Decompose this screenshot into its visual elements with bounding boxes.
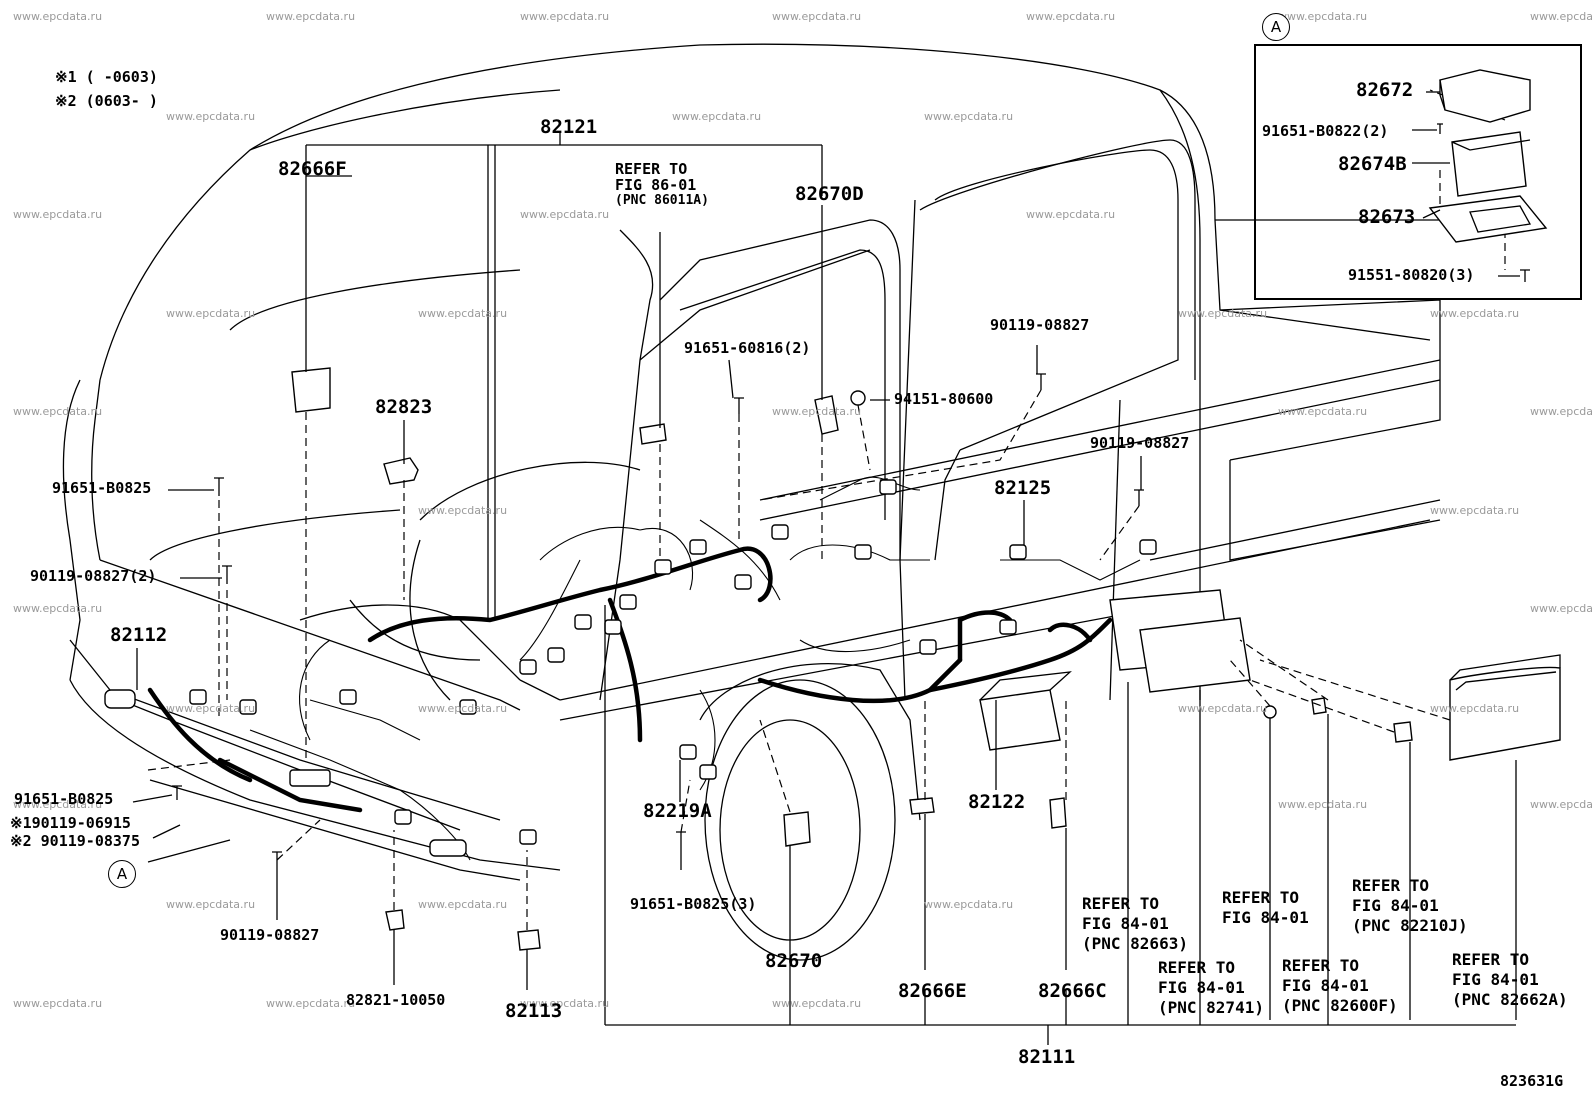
- part-82111: 82111: [1018, 1046, 1076, 1068]
- part-91651-b0825-3: 91651-B0825(3): [630, 895, 757, 913]
- watermark: www.epcdata.ru: [1278, 10, 1368, 23]
- refer-pnc-82600f: REFER TO FIG 84-01 (PNC 82600F): [1282, 956, 1398, 1015]
- watermark: www.epcdata.ru: [266, 10, 356, 23]
- watermark: www.epcdata.ru: [1530, 10, 1592, 23]
- part-90119-08827-right: 90119-08827: [1090, 434, 1190, 452]
- part-91651-b0825-lower: 91651-B0825: [14, 790, 114, 808]
- vehicle-cab-outline: [62, 43, 1561, 961]
- part-82821-10050: 82821-10050: [346, 991, 446, 1009]
- watermark: www.epcdata.ru: [1430, 504, 1520, 517]
- refer-pnc-82662a: REFER TO FIG 84-01 (PNC 82662A): [1452, 950, 1568, 1009]
- refer-fig-84-01: REFER TO FIG 84-01: [1222, 888, 1309, 927]
- watermark: www.epcdata.ru: [520, 997, 610, 1010]
- watermark: www.epcdata.ru: [166, 307, 256, 320]
- part-82125: 82125: [994, 477, 1052, 499]
- note-2: ※2 (0603- ): [55, 92, 158, 110]
- part-82674b: 82674B: [1338, 153, 1407, 175]
- inset-box-a: [1254, 44, 1582, 300]
- watermark: www.epcdata.ru: [166, 110, 256, 123]
- watermark: www.epcdata.ru: [1278, 405, 1368, 418]
- watermark: www.epcdata.ru: [166, 702, 256, 715]
- watermark: www.epcdata.ru: [924, 110, 1014, 123]
- inset-parts: [1412, 69, 1548, 282]
- leader-lines: [132, 132, 1517, 1045]
- dashed-references: [147, 89, 1506, 930]
- part-82670d: 82670D: [795, 183, 864, 205]
- watermark: www.epcdata.ru: [418, 504, 508, 517]
- watermark: www.epcdata.ru: [772, 10, 862, 23]
- wire-harness-lines: [147, 546, 1113, 813]
- part-icons: [172, 367, 1557, 951]
- part-82121: 82121: [540, 116, 598, 138]
- watermark: www.epcdata.ru: [1278, 798, 1368, 811]
- part-82219a: 82219A: [643, 800, 712, 822]
- note-1: ※1 ( -0603): [55, 68, 158, 86]
- watermark: www.epcdata.ru: [13, 10, 103, 23]
- part-82113: 82113: [505, 1000, 563, 1022]
- watermark: www.epcdata.ru: [166, 898, 256, 911]
- watermark: www.epcdata.ru: [1430, 307, 1520, 320]
- part-91551-80820: 91551-80820(3): [1348, 266, 1475, 284]
- watermark: www.epcdata.ru: [418, 702, 508, 715]
- callout-marker-a: A: [108, 860, 136, 888]
- part-82670: 82670: [765, 950, 823, 972]
- part-82112: 82112: [110, 624, 168, 646]
- watermark: www.epcdata.ru: [13, 208, 103, 221]
- connectors: [104, 479, 1157, 857]
- watermark: www.epcdata.ru: [520, 10, 610, 23]
- watermark: www.epcdata.ru: [1530, 798, 1592, 811]
- watermark: www.epcdata.ru: [13, 997, 103, 1010]
- watermark: www.epcdata.ru: [772, 997, 862, 1010]
- part-82666e: 82666E: [898, 980, 967, 1002]
- watermark: www.epcdata.ru: [1430, 702, 1520, 715]
- part-82666f: 82666F: [278, 158, 347, 180]
- watermark: www.epcdata.ru: [1026, 10, 1116, 23]
- watermark: www.epcdata.ru: [924, 898, 1014, 911]
- part-90119-08827-2: 90119-08827(2): [30, 567, 157, 585]
- part-82672: 82672: [1356, 79, 1414, 101]
- watermark: www.epcdata.ru: [13, 405, 103, 418]
- refer-pnc-82210j: REFER TO FIG 84-01 (PNC 82210J): [1352, 876, 1468, 935]
- part-82673: 82673: [1358, 206, 1416, 228]
- watermark: www.epcdata.ru: [672, 110, 762, 123]
- part-90119-08827-upper: 90119-08827: [990, 316, 1090, 334]
- part-90119-08375: ※2 90119-08375: [10, 832, 140, 850]
- watermark: www.epcdata.ru: [772, 405, 862, 418]
- part-94151-80600: 94151-80600: [894, 390, 994, 408]
- figure-code: 823631G: [1500, 1072, 1564, 1090]
- watermark: www.epcdata.ru: [520, 208, 610, 221]
- part-91651-b0825-upper: 91651-B0825: [52, 479, 152, 497]
- part-91651-60816: 91651-60816(2): [684, 339, 811, 357]
- watermark: www.epcdata.ru: [1026, 208, 1116, 221]
- watermark: www.epcdata.ru: [13, 602, 103, 615]
- refer-pnc-82741: REFER TO FIG 84-01 (PNC 82741): [1158, 958, 1264, 1017]
- watermark: www.epcdata.ru: [418, 898, 508, 911]
- watermark: www.epcdata.ru: [266, 997, 356, 1010]
- part-82122: 82122: [968, 791, 1026, 813]
- refer-fig-86-01: REFER TO FIG 86-01 (PNC 86011A): [615, 160, 709, 208]
- part-82823: 82823: [375, 396, 433, 418]
- part-91651-b0822: 91651-B0822(2): [1262, 122, 1389, 140]
- watermark: www.epcdata.ru: [1530, 405, 1592, 418]
- part-90119-06915: ※190119-06915: [10, 814, 131, 832]
- watermark: www.epcdata.ru: [1178, 702, 1268, 715]
- watermark: www.epcdata.ru: [1178, 307, 1268, 320]
- watermark: www.epcdata.ru: [418, 307, 508, 320]
- watermark: www.epcdata.ru: [1530, 602, 1592, 615]
- inset-marker-a: A: [1262, 13, 1290, 41]
- refer-pnc-82663: REFER TO FIG 84-01 (PNC 82663): [1082, 894, 1188, 953]
- part-82666c: 82666C: [1038, 980, 1107, 1002]
- part-90119-08827-lower: 90119-08827: [220, 926, 320, 944]
- watermark: www.epcdata.ru: [13, 798, 103, 811]
